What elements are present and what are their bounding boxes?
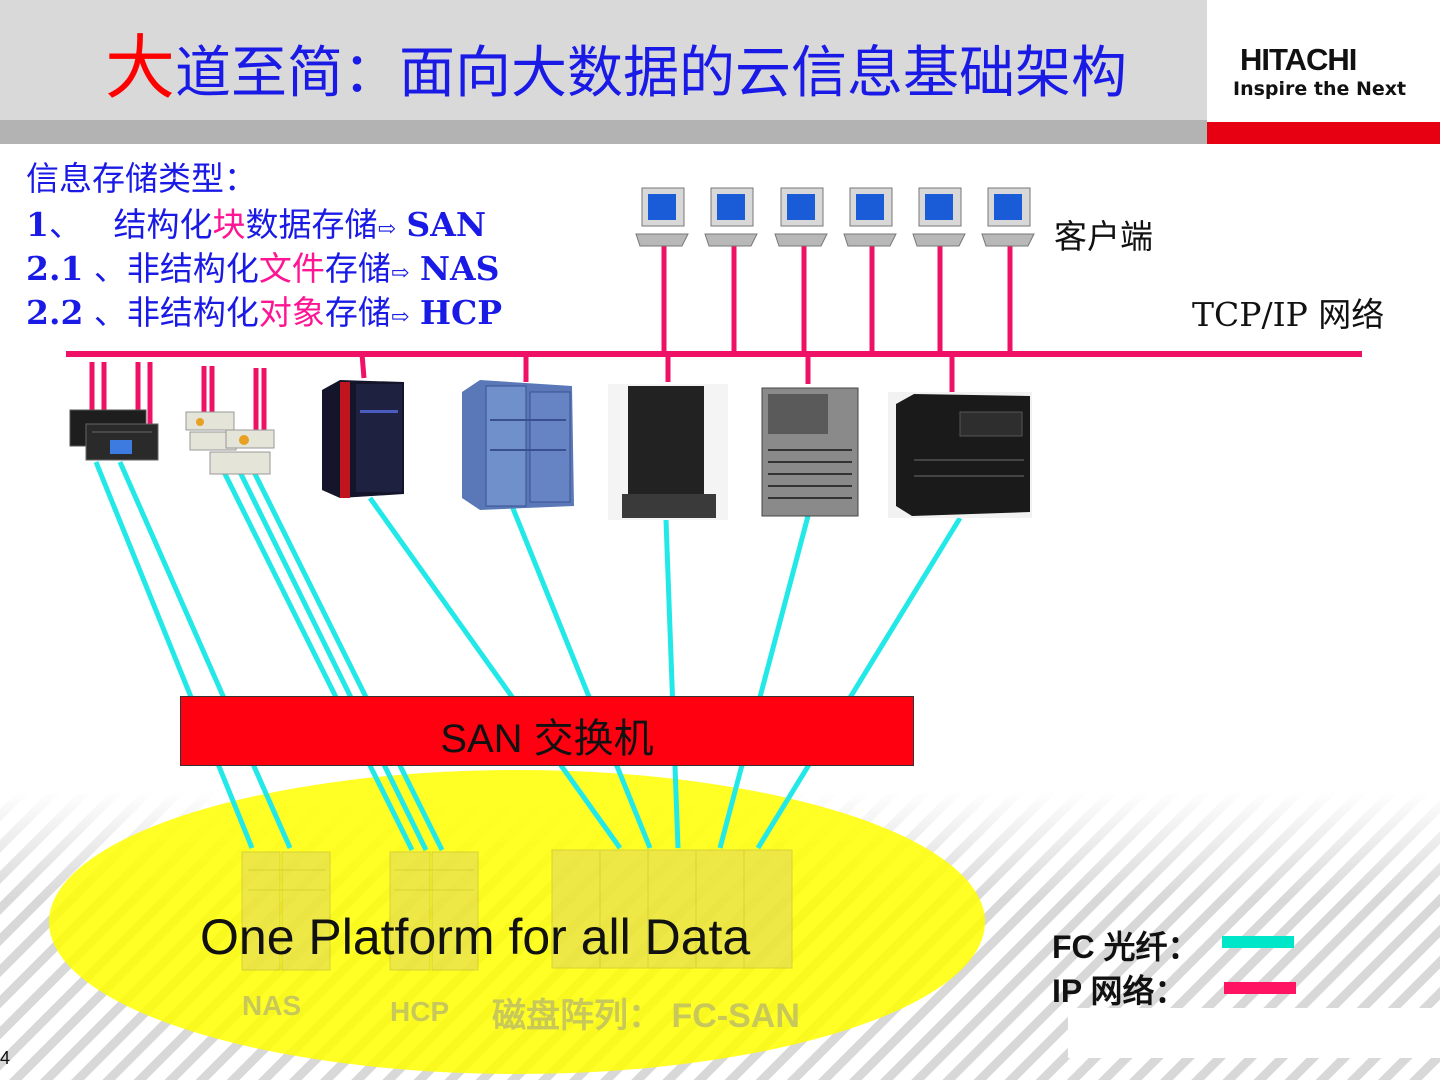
type-post: 存储 [324, 293, 391, 332]
type-post: 存储 [324, 249, 391, 288]
type-pre: 非结构化 [126, 249, 259, 288]
type-post: 数据存储 [245, 205, 378, 244]
type-highlight: 块 [212, 205, 246, 244]
title-first-char: 大 [105, 27, 175, 109]
storage-type-hcp: 2.2 、非结构化对象存储⇨ HCP [26, 286, 502, 334]
fcsan-array-icon [551, 849, 793, 969]
computer-icon [981, 187, 1035, 247]
arrow-icon: ⇨ [390, 305, 410, 330]
page-number: 4 [0, 1048, 11, 1068]
fc-fiber-links [93, 460, 963, 852]
arrow-icon: ⇨ [377, 217, 396, 242]
type-tag: NAS [419, 249, 500, 288]
page-title: 大道至简：面向大数据的云信息基础架构 [105, 26, 1127, 110]
ip-server-links [359, 353, 955, 396]
black-tower-server-icon [608, 384, 728, 520]
hitachi-logo: HITACHI [1240, 42, 1357, 77]
ip-storage-links [89, 362, 267, 430]
type-highlight: 对象 [258, 293, 325, 332]
platform-label: One Platform for all Data [200, 909, 751, 965]
header-stripe [0, 120, 1207, 144]
nas-array-icon [241, 851, 331, 971]
tcpip-network-label: TCP/IP 网络 [1192, 295, 1385, 334]
computer-icon [774, 187, 828, 247]
storage-type-nas: 2.1 、非结构化文件存储⇨ NAS [26, 242, 499, 290]
grey-tower-server-icon [761, 387, 859, 517]
type-num: 1 [26, 205, 49, 244]
mainframe-server-icon [322, 380, 404, 498]
hcp-array-label: HCP [390, 996, 450, 1027]
computer-icon [704, 187, 758, 247]
type-sep: 、 [93, 293, 127, 332]
type-pre: 结构化 [113, 205, 213, 244]
type-sep: 、 [93, 249, 127, 288]
legend-fc-label: FC 光纤： [1052, 929, 1200, 965]
type-pre: 非结构化 [126, 293, 259, 332]
type-num: 2.2 [26, 293, 84, 332]
legend-ip-label: IP 网络： [1052, 973, 1187, 1009]
computer-icon [912, 187, 966, 247]
header-band [0, 0, 1207, 120]
logo-red-bar [1207, 122, 1440, 144]
san-switch [180, 696, 914, 766]
platform-ellipse [49, 770, 985, 1074]
large-black-server-icon [888, 392, 1032, 518]
logo-area [1207, 0, 1440, 122]
hcp-array-icon [389, 851, 479, 971]
storage-types-heading: 信息存储类型： [26, 159, 257, 198]
legend-ip-swatch [1224, 982, 1296, 994]
type-sep: 、 [48, 205, 82, 244]
computer-icon [843, 187, 897, 247]
san-switch-label: SAN 交换机 [440, 717, 654, 761]
title-rest: 道至简：面向大数据的云信息基础架构 [175, 41, 1127, 106]
hitachi-tagline: Inspire the Next [1233, 78, 1407, 100]
legend-fc-swatch [1222, 936, 1294, 948]
hcp-node-icon [185, 411, 275, 475]
computer-icon [635, 187, 689, 247]
storage-type-san: 1、 结构化块数据存储⇨ SAN [26, 198, 486, 246]
client-label: 客户端 [1054, 217, 1153, 256]
fcsan-array-label: 磁盘阵列： FC-SAN [492, 997, 800, 1035]
type-highlight: 文件 [258, 249, 325, 288]
blank-panel [1068, 1008, 1440, 1058]
type-num: 2.1 [26, 249, 84, 288]
ip-client-links [661, 246, 1013, 352]
arrow-icon: ⇨ [390, 261, 410, 286]
client-computer-icons [635, 187, 1035, 247]
type-tag: HCP [419, 293, 503, 332]
nas-device-icon [69, 409, 159, 461]
type-tag: SAN [406, 205, 486, 244]
nas-array-label: NAS [242, 990, 302, 1021]
blue-server-icon [462, 380, 574, 510]
